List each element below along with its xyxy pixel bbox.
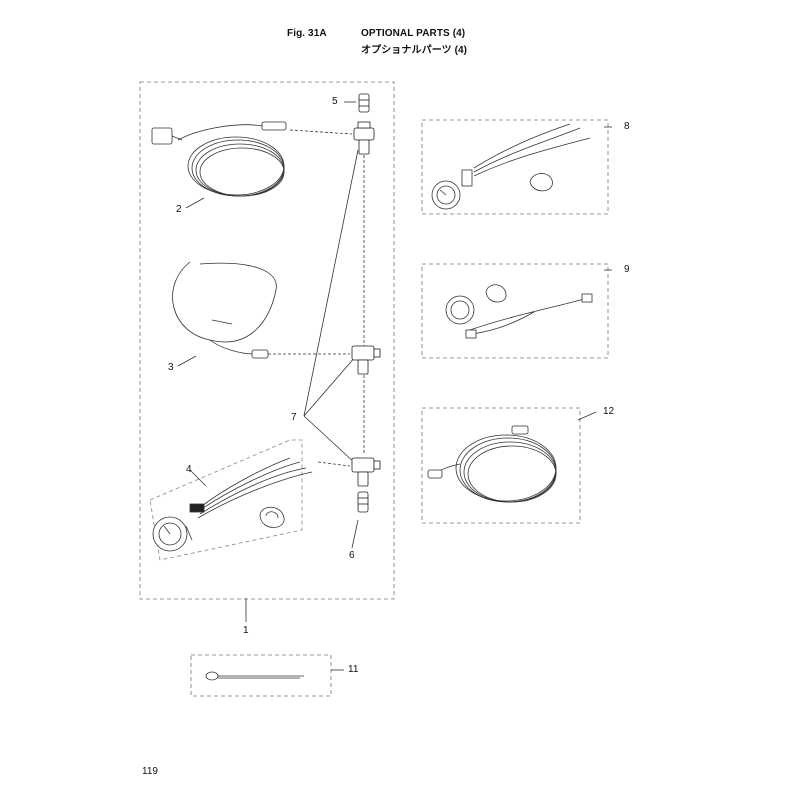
callout-12: 12 xyxy=(603,406,615,417)
callout-4: 4 xyxy=(186,464,192,475)
callout-7: 7 xyxy=(291,412,297,423)
tee-connector-bottom xyxy=(351,457,381,487)
callout-1: 1 xyxy=(243,625,249,636)
callout-2: 2 xyxy=(176,204,182,215)
kit-9-box xyxy=(421,263,609,359)
figure-title-japanese: オプショナルパーツ (4) xyxy=(361,45,468,56)
terminator-6 xyxy=(357,491,369,513)
kit-4-outline xyxy=(149,439,303,561)
callout-5: 5 xyxy=(332,96,338,107)
strap-11 xyxy=(205,671,304,681)
callout-8: 8 xyxy=(624,121,630,132)
tee-connector-top xyxy=(353,121,375,155)
kit-8-box xyxy=(421,119,609,215)
callout-11: 11 xyxy=(348,664,359,675)
coiled-cable-2 xyxy=(151,121,287,197)
figure-number: Fig. 31A xyxy=(287,28,327,39)
part-11-box xyxy=(190,654,332,697)
coiled-cable-12 xyxy=(427,425,557,503)
page-number: 119 xyxy=(142,766,158,777)
callout-6: 6 xyxy=(349,550,355,561)
tee-connector-middle xyxy=(351,345,381,375)
cable-3 xyxy=(172,261,277,359)
gauge-kit-8 xyxy=(431,123,591,210)
figure-title: OPTIONAL PARTS (4) xyxy=(361,28,466,39)
callout-9: 9 xyxy=(624,264,630,275)
gauge-kit-4 xyxy=(152,457,313,552)
gauge-kit-9 xyxy=(445,284,593,339)
callout-3: 3 xyxy=(168,362,174,373)
assembly-1-box xyxy=(139,81,395,600)
kit-12-box xyxy=(421,407,581,524)
terminator-5 xyxy=(358,93,370,113)
